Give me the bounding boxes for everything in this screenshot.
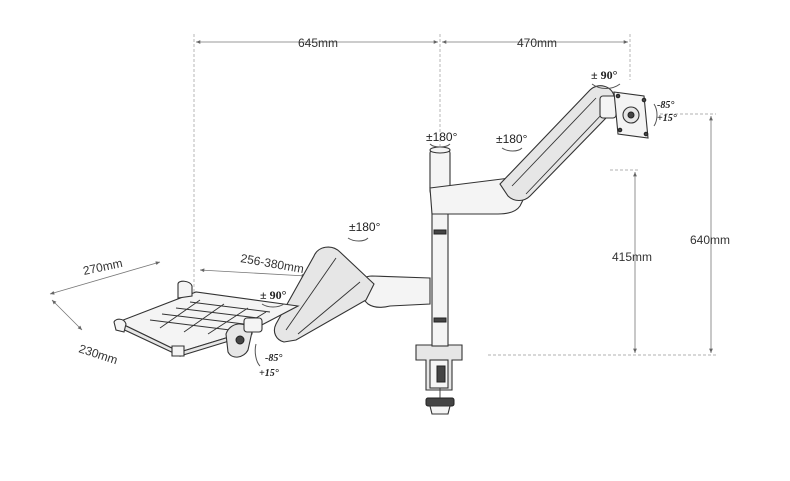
monitor-arm [429, 85, 617, 215]
monitor-tilt-arrow [653, 103, 658, 127]
height-total-label: 640mm [690, 233, 730, 247]
tray-swivel-arrow [261, 303, 285, 308]
lower-joint-arrow [347, 237, 369, 242]
upper-joint-arrow [501, 147, 523, 152]
tray-swivel-label: ± 90° [260, 288, 287, 302]
tray-adjust-label: 256-380mm [239, 251, 304, 276]
width-right-label: 470mm [517, 36, 557, 50]
rotation-indicators [254, 83, 658, 367]
pole [429, 146, 451, 347]
pole-top-label: ±180° [426, 130, 458, 144]
tray-tilt-arrow [254, 343, 261, 367]
laptop-tray [113, 280, 300, 358]
monitor-swivel-label: ± 90° [591, 68, 618, 82]
pole-rotate-arrow [429, 143, 451, 148]
laptop-arm-joint-label: ±180° [349, 220, 381, 234]
dimension-lines [49, 34, 716, 356]
tray-tilt-minus-label: -85° [265, 353, 282, 364]
rotation-labels: ± 90° -85° +15° ±180° ±180° ±180° ± 90° … [259, 68, 677, 379]
desk-clamp [415, 344, 463, 415]
monitor-tilt-minus-label: -85° [657, 100, 674, 111]
width-left-label: 645mm [298, 36, 338, 50]
upper-arm-joint-label: ±180° [496, 132, 528, 146]
monitor-swivel-arrow [591, 83, 621, 89]
tray-tilt-plus-label: +15° [259, 368, 279, 379]
laptop-arm [273, 246, 431, 343]
monitor-tilt-plus-label: +15° [657, 113, 677, 124]
tray-depth-label: 230mm [77, 342, 119, 368]
monitor-vesa-plate [613, 91, 649, 139]
height-pole-label: 415mm [612, 250, 652, 264]
